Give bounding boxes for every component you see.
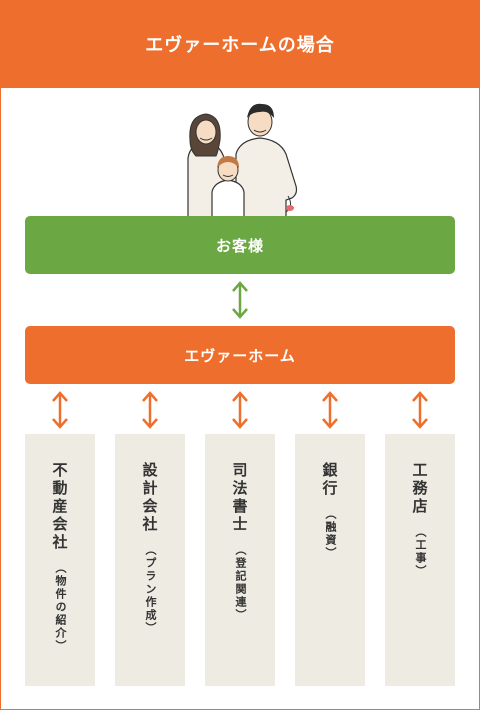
partner-name: 不動産会社 xyxy=(50,462,69,552)
double-arrow-icon xyxy=(142,391,158,429)
page-title: エヴァーホームの場合 xyxy=(145,35,335,56)
partner-box-scrivener: 司法書士 （登記関連） xyxy=(205,434,275,686)
partner-note: （物件の紹介） xyxy=(54,562,67,653)
header: エヴァーホームの場合 xyxy=(0,0,480,88)
family-illustration xyxy=(187,103,298,222)
partner-note: （融資） xyxy=(324,508,337,560)
partner-box-bank: 銀行 （融資） xyxy=(295,434,365,686)
double-arrow-icon xyxy=(412,391,428,429)
double-arrow-icon xyxy=(52,391,68,429)
customer-box: お客様 xyxy=(25,216,455,274)
partner-box-real-estate: 不動産会社 （物件の紹介） xyxy=(25,434,95,686)
partner-name: 司法書士 xyxy=(230,462,249,534)
double-arrow-icon xyxy=(322,391,338,429)
partner-note: （工事） xyxy=(414,526,427,578)
partner-box-design: 設計会社 （プラン作成） xyxy=(115,434,185,686)
partner-note: （プラン作成） xyxy=(144,544,157,635)
partner-note: （登記関連） xyxy=(234,544,247,622)
partner-box-contractor: 工務店 （工事） xyxy=(385,434,455,686)
partner-name: 銀行 xyxy=(320,462,339,498)
company-label: エヴァーホーム xyxy=(184,346,296,365)
customer-label: お客様 xyxy=(215,236,264,255)
partner-name: 工務店 xyxy=(410,462,429,516)
double-arrow-icon xyxy=(232,391,248,429)
double-arrow-icon xyxy=(232,281,248,319)
company-box: エヴァーホーム xyxy=(25,326,455,384)
partner-name: 設計会社 xyxy=(140,462,159,534)
